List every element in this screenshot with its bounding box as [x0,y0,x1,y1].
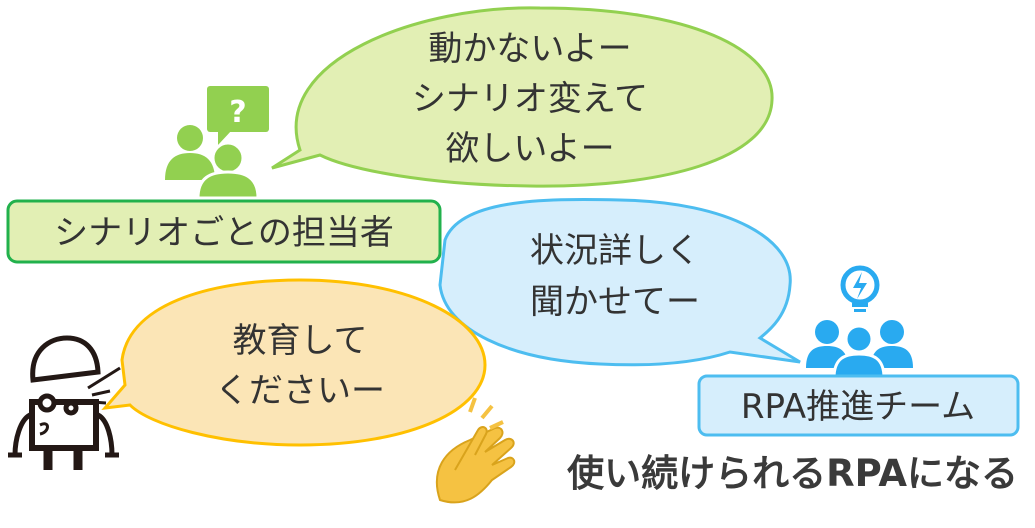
speech-line: 聞かせてー [530,282,700,322]
team-lightbulb-icon [806,265,913,380]
rpa-team-label-text: RPA推進チーム [741,387,975,427]
conclusion-text: 使い続けられるRPAになる [567,452,1018,495]
speech-line: 欲しいよー [445,129,614,169]
speech-line: くださいー [215,371,385,411]
speech-line: 動かないよー [428,29,631,69]
svg-text:?: ? [229,95,246,130]
clapping-hands-icon [435,397,516,504]
robot-icon [8,335,121,470]
speech-line: シナリオ変えて [412,79,648,119]
speech-line: 状況詳しく [530,231,700,271]
scenario-owner-label: シナリオごとの担当者 [6,199,442,264]
robot-speech-bubble: 教育して くださいー [101,278,487,447]
scenario-owner-speech-bubble: 動かないよー シナリオ変えて 欲しいよー [271,6,774,188]
rpa-team-label: RPA推進チーム [697,374,1020,437]
scenario-owner-label-text: シナリオごとの担当者 [54,213,394,253]
speech-line: 教育して [233,321,368,361]
rpa-team-speech-bubble: 状況詳しく 聞かせてー [438,197,801,367]
person-question-icon: ? [165,86,269,200]
